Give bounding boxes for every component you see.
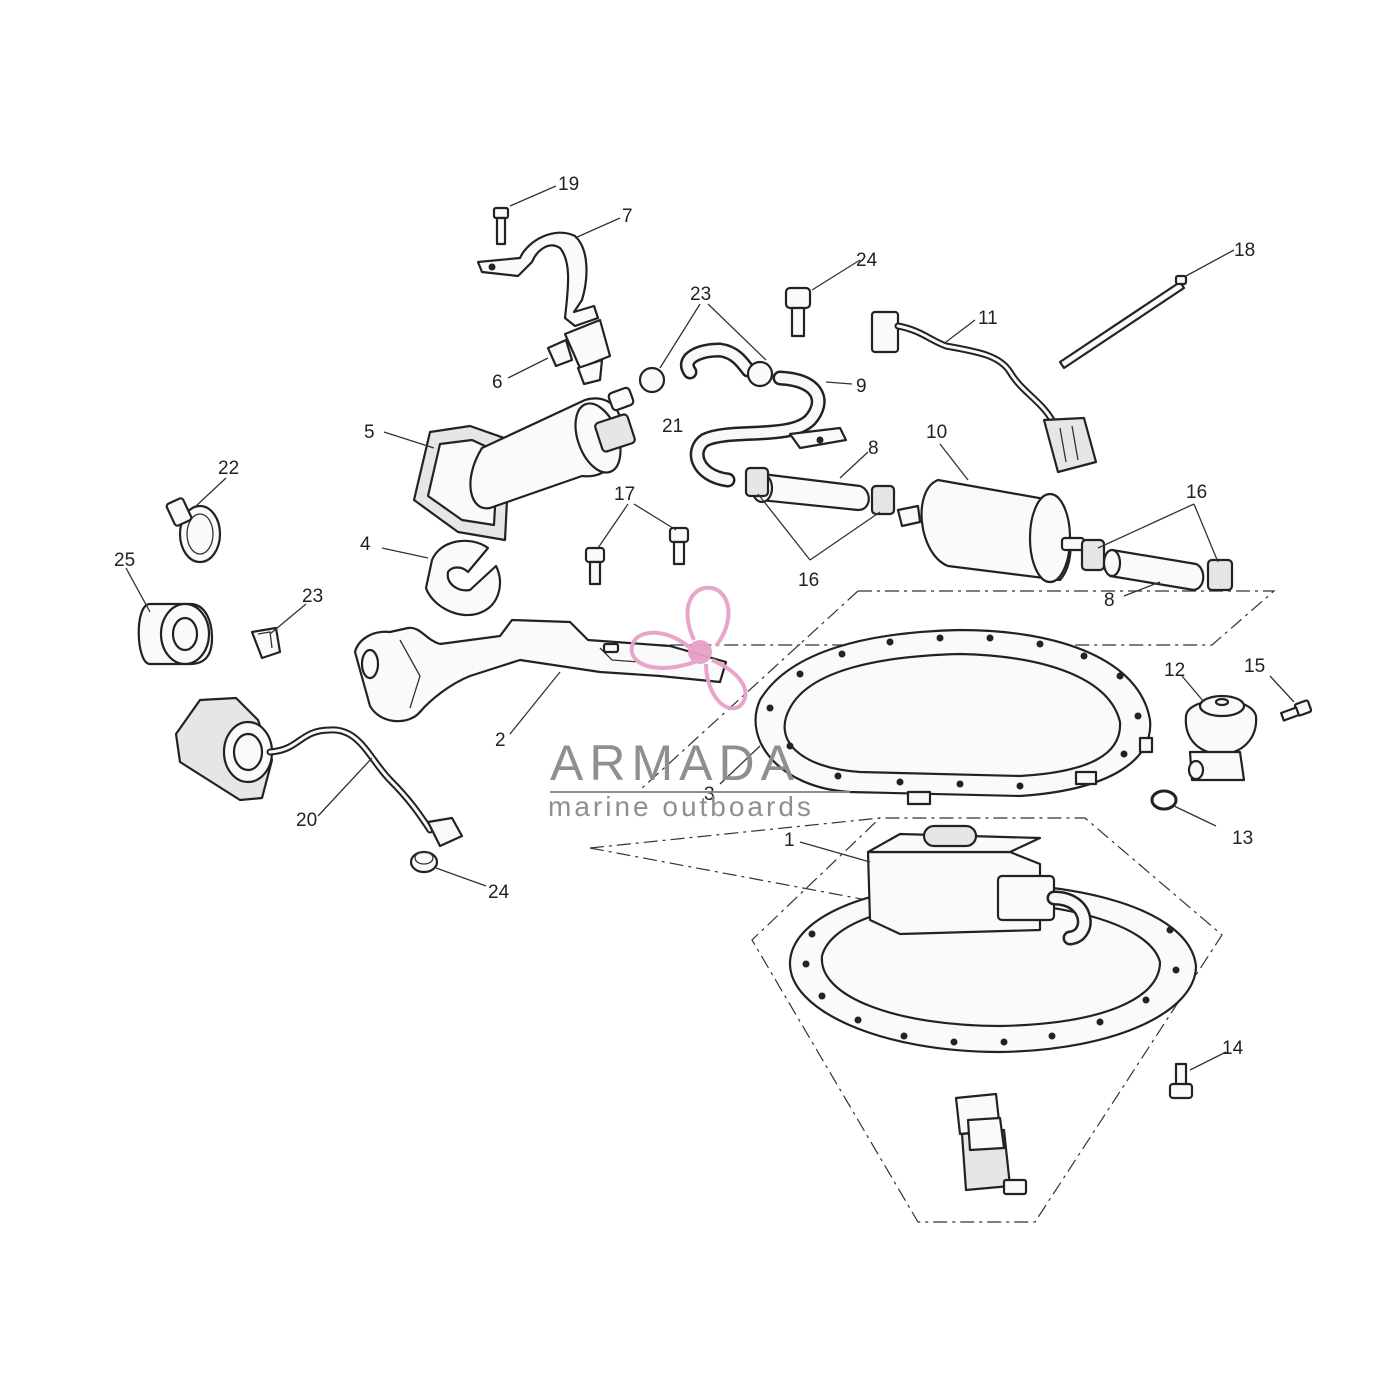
part-24-grommet-bottom xyxy=(409,850,439,874)
callout-23-top: 23 xyxy=(690,284,711,305)
part-3-gasket xyxy=(754,628,1154,806)
part-22-hose-clamp xyxy=(165,497,222,564)
watermark: ARMADA marine outboards xyxy=(548,585,850,822)
callout-24-top: 24 xyxy=(856,250,878,271)
callout-23-left: 23 xyxy=(302,586,323,607)
callout-labels: 1 2 3 4 5 6 7 8 8 9 10 11 12 13 14 15 16… xyxy=(114,174,1265,1059)
callout-10: 10 xyxy=(926,422,947,443)
part-1-pump-module xyxy=(788,824,1198,1054)
part-11-wire-harness xyxy=(870,310,1098,474)
part-16-8-right-hose xyxy=(1080,538,1234,592)
part-13-o-ring xyxy=(1150,789,1178,811)
part-12-pressure-regulator xyxy=(1184,694,1258,782)
part-25-bushing xyxy=(137,602,214,666)
callout-25: 25 xyxy=(114,550,135,571)
part-24-bolt-top xyxy=(784,286,812,338)
callout-16-left: 16 xyxy=(798,570,819,591)
callout-3: 3 xyxy=(704,784,715,805)
callout-18: 18 xyxy=(1234,240,1255,261)
callout-1: 1 xyxy=(784,830,795,851)
callout-8-right: 8 xyxy=(1104,590,1115,611)
callout-22: 22 xyxy=(218,458,239,479)
callout-5: 5 xyxy=(364,422,375,443)
callout-15: 15 xyxy=(1244,656,1265,677)
part-10-fuel-filter xyxy=(896,478,1086,584)
callout-17: 17 xyxy=(614,484,635,505)
part-7-bracket xyxy=(476,231,600,328)
part-17-bolts xyxy=(584,526,690,586)
brand-tagline: marine outboards xyxy=(548,791,814,822)
callout-13: 13 xyxy=(1232,828,1253,849)
callout-14: 14 xyxy=(1222,1038,1244,1059)
callout-20: 20 xyxy=(296,810,317,831)
part-5-fuel-pump xyxy=(412,386,636,542)
part-4-retainer xyxy=(424,539,501,617)
leader-lines xyxy=(125,185,1295,1071)
part-14-bolt xyxy=(1168,1062,1194,1100)
callout-19: 19 xyxy=(558,174,579,195)
hose-assembly-21-9-8 xyxy=(638,342,896,516)
propeller-logo-icon xyxy=(629,585,748,711)
brand-name: ARMADA xyxy=(550,735,800,791)
callout-9: 9 xyxy=(856,376,867,397)
part-20-fuel-sender xyxy=(174,696,464,848)
callout-7: 7 xyxy=(622,206,633,227)
callout-24-bottom: 24 xyxy=(488,882,510,903)
callout-8-top: 8 xyxy=(868,438,879,459)
part-15-bolt xyxy=(1280,699,1313,722)
callout-6: 6 xyxy=(492,372,503,393)
callout-21: 21 xyxy=(662,416,683,437)
callout-4: 4 xyxy=(360,534,371,555)
callout-11: 11 xyxy=(978,308,998,329)
callout-2: 2 xyxy=(495,730,506,751)
part-18-cable-tie xyxy=(1058,274,1188,370)
level-sender-unit xyxy=(954,1092,1028,1196)
callout-12: 12 xyxy=(1164,660,1185,681)
part-19-bolt xyxy=(492,206,510,246)
part-23-clip-left xyxy=(250,626,282,660)
callout-16-right: 16 xyxy=(1186,482,1207,503)
part-6-connector xyxy=(546,318,612,386)
